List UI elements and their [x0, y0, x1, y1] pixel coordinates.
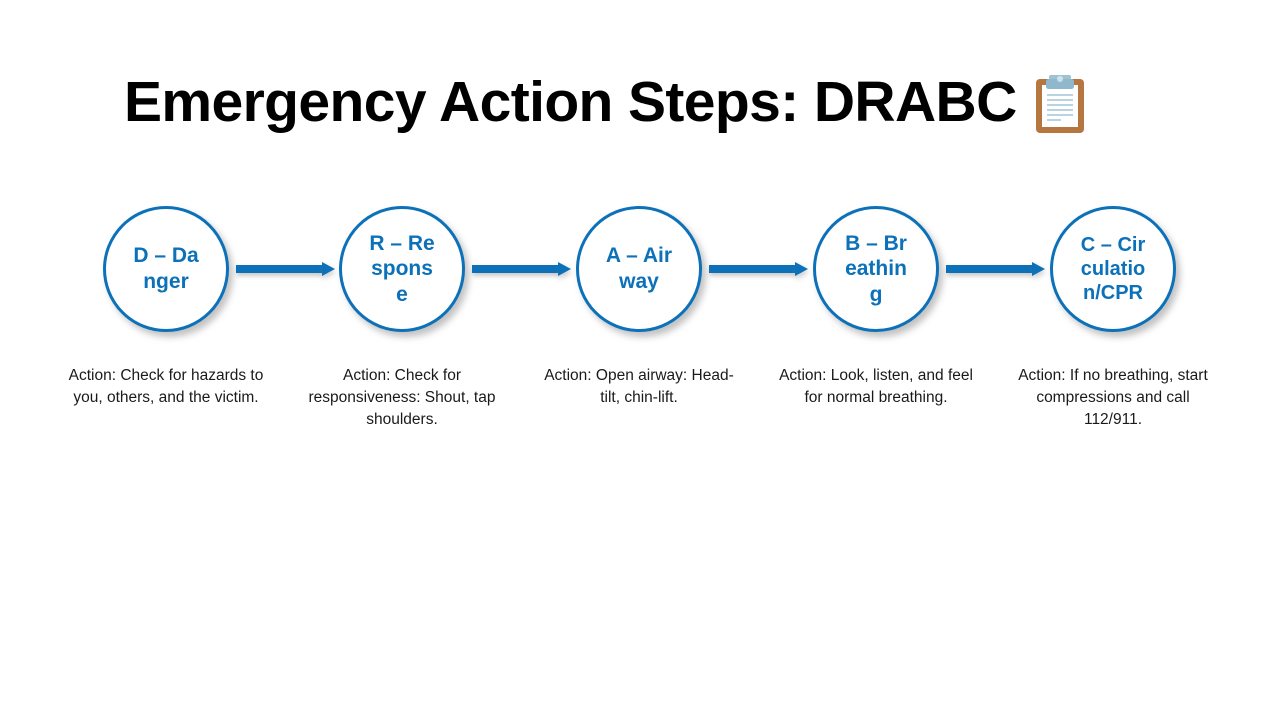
arrow-right-icon-4 — [946, 262, 1045, 276]
caption-circulation: Action: If no breathing, start compressi… — [1018, 367, 1208, 429]
flow-node-label: R – Response — [369, 231, 435, 306]
flow-node-breathing[interactable]: B – Breathing — [813, 206, 939, 332]
flow-node-danger[interactable]: D – Danger — [103, 206, 229, 332]
caption-row: Action: Check for hazards to you, others… — [0, 365, 1280, 445]
arrow-right-icon-3 — [709, 262, 808, 276]
page-title: Emergency Action Steps: DRABC — [124, 62, 1087, 142]
caption-airway: Action: Open airway: Head-tilt, chin-lif… — [544, 367, 734, 407]
process-flow: D – Danger R – Response A – Airway B – B… — [0, 200, 1280, 342]
flow-node-label: A – Airway — [605, 244, 673, 293]
arrow-right-icon-2 — [472, 262, 571, 276]
flow-node-response[interactable]: R – Response — [339, 206, 465, 332]
page-title-text: Emergency Action Steps: DRABC — [124, 69, 1017, 134]
caption-breathing: Action: Look, listen, and feel for norma… — [779, 367, 973, 407]
flow-node-circulation[interactable]: C – Circulation/CPR — [1050, 206, 1176, 332]
flow-node-label: C – Circulation/CPR — [1080, 234, 1146, 304]
caption-danger: Action: Check for hazards to you, others… — [68, 367, 264, 407]
flow-node-label: B – Breathing — [845, 231, 907, 306]
flow-node-label: D – Danger — [133, 244, 199, 293]
clipboard-icon — [1033, 73, 1087, 135]
caption-response: Action: Check for responsiveness: Shout,… — [308, 367, 496, 429]
arrow-right-icon-1 — [236, 262, 335, 276]
flow-node-airway[interactable]: A – Airway — [576, 206, 702, 332]
